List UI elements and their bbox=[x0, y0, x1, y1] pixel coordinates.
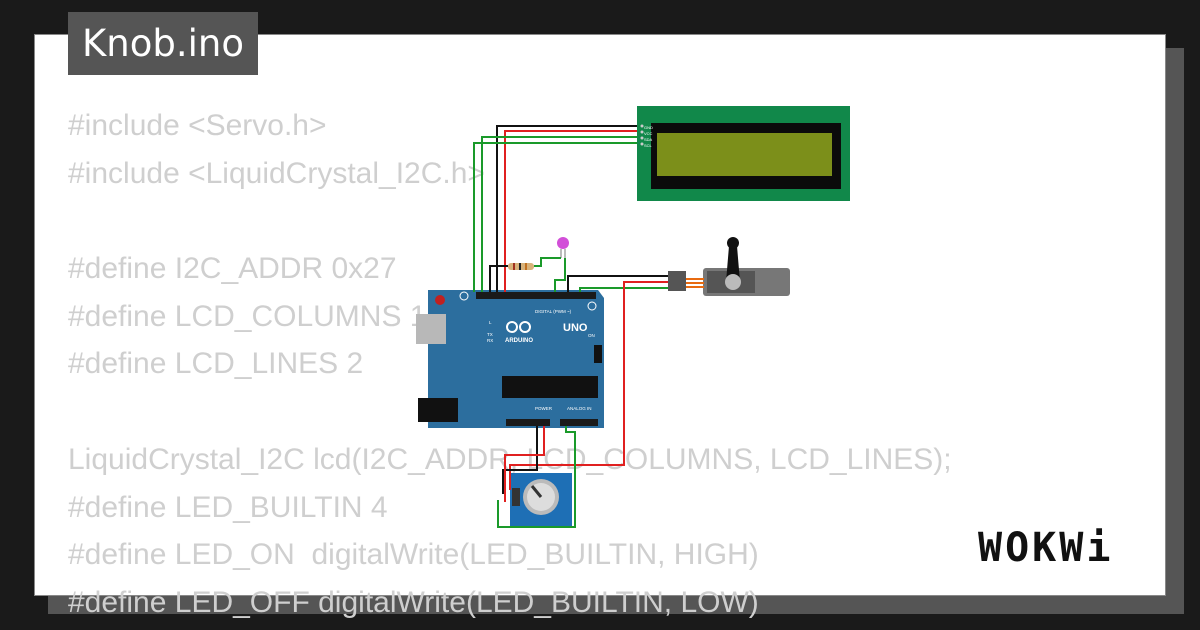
resistor[interactable] bbox=[508, 263, 534, 270]
led[interactable] bbox=[557, 237, 569, 258]
wires bbox=[473, 125, 668, 528]
l-label: L bbox=[489, 320, 492, 325]
lcd-display[interactable] bbox=[637, 106, 850, 201]
arduino-uno-board[interactable] bbox=[416, 290, 604, 428]
code-line: #include <Servo.h> bbox=[68, 109, 327, 142]
lcd-pin-gnd: GND bbox=[644, 125, 653, 130]
digital-label: DIGITAL (PWM ~) bbox=[535, 309, 572, 314]
lcd-pin-scl: SCL bbox=[644, 143, 653, 148]
power-label: POWER bbox=[535, 406, 553, 411]
code-line: #define LED_BUILTIN 4 bbox=[68, 490, 388, 524]
board-model: UNO bbox=[563, 322, 588, 334]
rx-label: RX bbox=[487, 338, 493, 343]
project-title: Knob.ino bbox=[68, 12, 258, 75]
lcd-pin-sda: SDA bbox=[644, 137, 653, 142]
analog-label: ANALOG IN bbox=[567, 406, 592, 411]
on-label: ON bbox=[588, 333, 595, 338]
code-line: #define LCD_LINES 2 bbox=[68, 347, 364, 381]
wokwi-logo: WOKWi bbox=[978, 525, 1114, 571]
code-line: #define LCD_COLUMNS 16 bbox=[68, 299, 444, 333]
servo-motor[interactable] bbox=[668, 237, 790, 296]
code-listing: #include <Servo.h> #include <LiquidCrysta… bbox=[68, 102, 952, 627]
code-line: #define LED_OFF digitalWrite(LED_BUILTIN… bbox=[68, 585, 759, 619]
board-brand: ARDUINO bbox=[505, 338, 533, 344]
code-line: LiquidCrystal_I2C lcd(I2C_ADDR, LCD_COLU… bbox=[68, 442, 952, 476]
code-line: #define LED_ON digitalWrite(LED_BUILTIN,… bbox=[68, 538, 759, 572]
potentiometer[interactable] bbox=[510, 473, 572, 526]
code-line: #define I2C_ADDR 0x27 bbox=[68, 252, 397, 286]
tx-label: TX bbox=[487, 332, 493, 337]
code-line: #include <LiquidCrystal_I2C.h> bbox=[68, 156, 485, 190]
lcd-pin-vcc: VCC bbox=[644, 131, 653, 136]
